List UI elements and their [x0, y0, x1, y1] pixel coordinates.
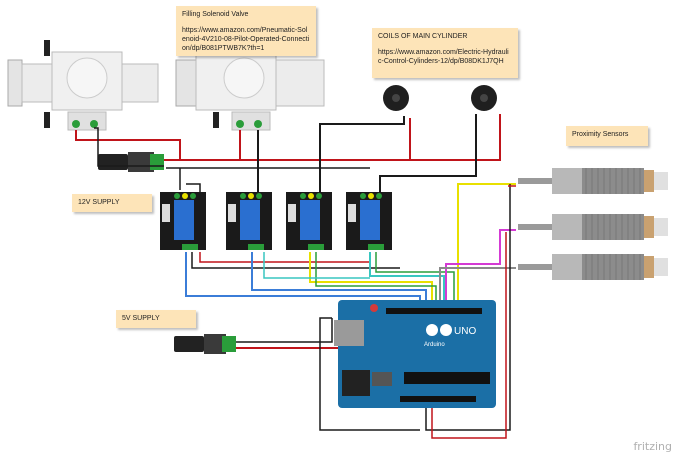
arduino-logo-text: UNO	[454, 326, 476, 337]
note-coils: COILS OF MAIN CYLINDER https://www.amazo…	[372, 28, 518, 78]
solenoid-valve-left	[7, 40, 159, 131]
note-prox-title: Proximity Sensors	[572, 131, 629, 138]
relay-module	[160, 192, 206, 250]
note-coils-url: https://www.amazon.com/Electric-Hydrauli…	[378, 49, 509, 65]
note-12v-supply: 12V SUPPLY	[72, 194, 152, 212]
dc-jack-12v	[98, 152, 164, 172]
note-solenoid-valve: Filling Solenoid Valve https://www.amazo…	[176, 6, 316, 56]
relay-module	[286, 192, 332, 250]
arduino-brand-text: Arduino	[424, 342, 445, 348]
note-solenoid-title: Filling Solenoid Valve	[182, 11, 249, 18]
relay-modules	[160, 192, 392, 250]
proximity-sensor	[518, 254, 668, 280]
arduino-uno-board: UNO Arduino	[334, 300, 496, 408]
note-5v-supply: 5V SUPPLY	[116, 310, 196, 328]
coil-right	[471, 85, 497, 111]
dc-jack-5v	[174, 334, 236, 354]
fritzing-watermark: fritzing	[633, 440, 672, 453]
note-solenoid-url: https://www.amazon.com/Pneumatic-Solenoi…	[182, 27, 310, 52]
solenoid-valve-right	[175, 51, 325, 131]
note-5v-title: 5V SUPPLY	[122, 315, 160, 322]
note-coils-title: COILS OF MAIN CYLINDER	[378, 33, 468, 40]
relay-module	[226, 192, 272, 250]
proximity-sensors	[518, 168, 668, 280]
note-proximity-sensors: Proximity Sensors	[566, 126, 648, 146]
proximity-sensor	[518, 214, 668, 240]
wires	[75, 114, 516, 439]
coil-left	[383, 85, 409, 111]
note-12v-title: 12V SUPPLY	[78, 199, 120, 206]
relay-module	[346, 192, 392, 250]
proximity-sensor	[518, 168, 668, 194]
